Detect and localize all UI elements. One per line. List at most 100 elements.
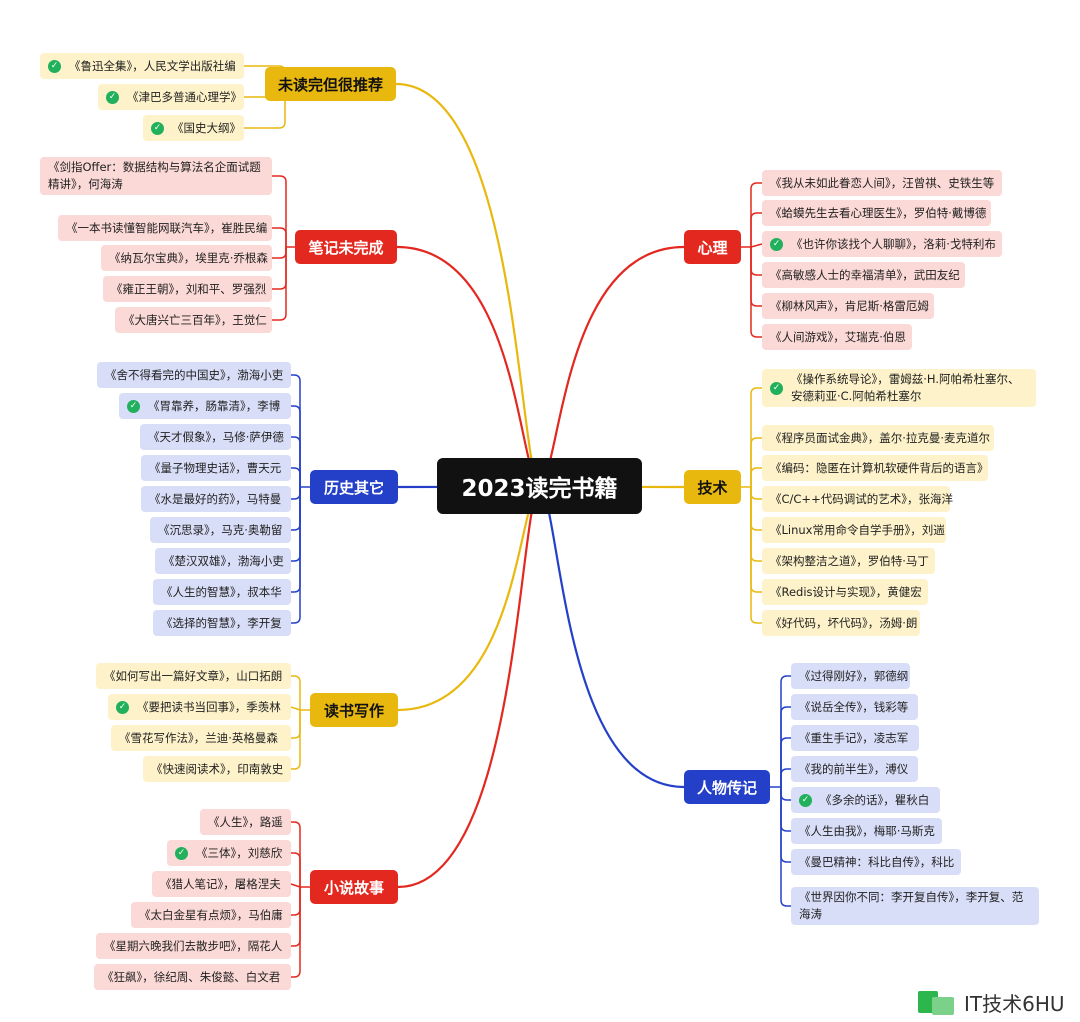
book-leaf[interactable]: ✓《鲁迅全集》，人民文学出版社编 bbox=[40, 53, 244, 79]
leaf-link bbox=[750, 247, 762, 338]
book-leaf[interactable]: 《我从未如此眷恋人间》，汪曾祺、史铁生等 bbox=[762, 170, 1002, 196]
book-title: 《胃靠养，肠靠清》，李博 bbox=[148, 398, 281, 413]
book-leaf[interactable]: 《过得刚好》，郭德纲 bbox=[791, 663, 910, 689]
leaf-link bbox=[750, 487, 762, 500]
book-title: 《我从未如此眷恋人间》，汪曾祺、史铁生等 bbox=[770, 175, 995, 190]
book-leaf[interactable]: ✓《操作系统导论》，雷姆兹·H.阿帕希杜塞尔、安德莉亚·C.阿帕希杜塞尔 bbox=[762, 369, 1036, 407]
book-title: 《天才假象》，马修·萨伊德 bbox=[148, 429, 284, 444]
leaf-link bbox=[750, 387, 762, 487]
leaf-link bbox=[291, 487, 301, 624]
leaf-link bbox=[780, 675, 791, 787]
book-title: 《津巴多普通心理学》 bbox=[127, 89, 242, 104]
book-leaf[interactable]: 《一本书读懂智能网联汽车》，崔胜民编 bbox=[58, 215, 272, 241]
book-leaf[interactable]: 《柳林风声》，肯尼斯·格雷厄姆 bbox=[762, 293, 934, 319]
book-leaf[interactable]: 《狂飙》，徐纪周、朱俊懿、白文君 bbox=[94, 964, 291, 990]
book-leaf[interactable]: 《我的前半生》，溥仪 bbox=[791, 756, 918, 782]
book-title: 《国史大纲》 bbox=[172, 120, 241, 135]
branch-node-5[interactable]: 小说故事 bbox=[310, 870, 398, 904]
book-leaf[interactable]: 《纳瓦尔宝典》，埃里克·乔根森 bbox=[101, 245, 272, 271]
leaf-link bbox=[750, 437, 762, 487]
book-leaf[interactable]: ✓《要把读书当回事》，季羡林 bbox=[108, 694, 291, 720]
leaf-link bbox=[291, 675, 301, 710]
book-title: 《楚汉双雄》，渤海小吏 bbox=[163, 553, 284, 568]
book-leaf[interactable]: ✓《津巴多普通心理学》 bbox=[98, 84, 244, 110]
book-leaf[interactable]: ✓《三体》，刘慈欣 bbox=[167, 840, 291, 866]
book-leaf[interactable]: 《沉思录》，马克·奥勒留 bbox=[150, 517, 291, 543]
book-title: 《Linux常用命令自学手册》，刘遄 bbox=[770, 522, 945, 537]
leaf-link bbox=[750, 487, 762, 593]
book-title: 《柳林风声》，肯尼斯·格雷厄姆 bbox=[770, 298, 929, 313]
leaf-link bbox=[750, 247, 762, 307]
book-title: 《三体》，刘慈欣 bbox=[196, 845, 283, 860]
book-leaf[interactable]: 《Redis设计与实现》，黄健宏 bbox=[762, 579, 928, 605]
branch-node-1[interactable]: 未读完但很推荐 bbox=[265, 67, 396, 101]
leaf-link bbox=[290, 883, 301, 888]
book-leaf[interactable]: 《人生的智慧》，叔本华 bbox=[153, 579, 291, 605]
book-leaf[interactable]: 《世界因你不同：李开复自传》，李开复、范海涛 bbox=[791, 887, 1039, 925]
book-leaf[interactable]: ✓《也许你该找个人聊聊》，洛莉·戈特利布 bbox=[762, 231, 1002, 257]
branch-node-2[interactable]: 笔记未完成 bbox=[295, 230, 397, 264]
branch-label: 人物传记 bbox=[696, 778, 757, 797]
book-title: 《舍不得看完的中国史》，渤海小吏 bbox=[105, 367, 284, 382]
leaf-link bbox=[291, 852, 301, 887]
book-title: 《人生由我》，梅耶·马斯克 bbox=[799, 823, 935, 838]
book-leaf[interactable]: 《高敏感人士的幸福清单》，武田友纪 bbox=[762, 262, 965, 288]
branch-link bbox=[397, 485, 541, 712]
leaf-link bbox=[291, 710, 301, 770]
book-leaf[interactable]: 《蛤蟆先生去看心理医生》，罗伯特·戴博德 bbox=[762, 200, 991, 226]
book-leaf[interactable]: 《编码：隐匿在计算机软硬件背后的语言》 bbox=[762, 455, 989, 481]
book-leaf[interactable]: 《猎人笔记》，屠格涅夫 bbox=[152, 871, 291, 897]
check-circle-icon: ✓ bbox=[799, 793, 812, 807]
book-leaf[interactable]: ✓《胃靠养，肠靠清》，李博 bbox=[119, 393, 291, 419]
book-leaf[interactable]: 《好代码，坏代码》，汤姆·朗 bbox=[762, 610, 920, 636]
book-leaf[interactable]: 《重生手记》，凌志军 bbox=[791, 725, 919, 751]
branch-label: 读书写作 bbox=[323, 701, 384, 720]
book-title: 《量子物理史话》，曹天元 bbox=[149, 460, 282, 475]
leaf-link bbox=[272, 247, 287, 321]
book-leaf[interactable]: ✓《国史大纲》 bbox=[143, 115, 244, 141]
leaf-link bbox=[291, 487, 301, 531]
book-leaf[interactable]: 《剑指Offer：数据结构与算法名企面试题精讲》，何海涛 bbox=[40, 157, 272, 195]
branch-node-3[interactable]: 历史其它 bbox=[310, 470, 398, 504]
book-leaf[interactable]: 《雍正王朝》，刘和平、罗强烈 bbox=[103, 276, 272, 302]
branch-link bbox=[538, 245, 685, 487]
book-title: 《蛤蟆先生去看心理医生》，罗伯特·戴博德 bbox=[770, 205, 987, 220]
book-leaf[interactable]: 《天才假象》，马修·萨伊德 bbox=[140, 424, 291, 450]
root-node[interactable]: 2023读完书籍 bbox=[437, 458, 642, 514]
book-leaf[interactable]: 《水是最好的药》，马特曼 bbox=[141, 486, 291, 512]
branch-label: 未读完但很推荐 bbox=[277, 75, 383, 94]
book-leaf[interactable]: 《人生由我》，梅耶·马斯克 bbox=[791, 818, 942, 844]
book-leaf[interactable]: 《选择的智慧》，李开复 bbox=[153, 610, 291, 636]
book-leaf[interactable]: 《太白金星有点烦》，马伯庸 bbox=[131, 902, 291, 928]
book-leaf[interactable]: 《Linux常用命令自学手册》，刘遄 bbox=[762, 517, 946, 543]
book-leaf[interactable]: 《曼巴精神：科比自传》，科比 bbox=[791, 849, 961, 875]
book-leaf[interactable]: 《量子物理史话》，曹天元 bbox=[141, 455, 291, 481]
book-leaf[interactable]: 《楚汉双雄》，渤海小吏 bbox=[155, 548, 291, 574]
book-title: 《架构整洁之道》，罗伯特·马丁 bbox=[770, 553, 929, 568]
book-leaf[interactable]: 《大唐兴亡三百年》，王觉仁 bbox=[115, 307, 272, 333]
branch-node-6[interactable]: 心理 bbox=[684, 230, 741, 264]
book-title: 《一本书读懂智能网联汽车》，崔胜民编 bbox=[66, 220, 268, 235]
book-leaf[interactable]: 《说岳全传》，钱彩等 bbox=[791, 694, 918, 720]
book-leaf[interactable]: 《星期六晚我们去散步吧》，隔花人 bbox=[96, 933, 291, 959]
book-leaf[interactable]: 《快速阅读术》，印南敦史 bbox=[143, 756, 291, 782]
book-leaf[interactable]: 《人间游戏》，艾瑞克·伯恩 bbox=[762, 324, 912, 350]
book-leaf[interactable]: 《程序员面试金典》，盖尔·拉克曼·麦克道尔 bbox=[762, 425, 994, 451]
check-circle-icon: ✓ bbox=[770, 237, 783, 251]
check-circle-icon: ✓ bbox=[116, 700, 129, 714]
branch-node-7[interactable]: 技术 bbox=[684, 470, 741, 504]
branch-node-4[interactable]: 读书写作 bbox=[310, 693, 398, 727]
branch-node-8[interactable]: 人物传记 bbox=[684, 770, 770, 804]
book-leaf[interactable]: ✓《多余的话》，瞿秋白 bbox=[791, 787, 940, 813]
book-leaf[interactable]: 《C/C++代码调试的艺术》，张海洋 bbox=[762, 486, 953, 512]
book-title: 《沉思录》，马克·奥勒留 bbox=[158, 522, 283, 537]
book-title: 《大唐兴亡三百年》，王觉仁 bbox=[123, 312, 267, 327]
branch-label: 心理 bbox=[697, 238, 728, 257]
leaf-link bbox=[291, 821, 301, 887]
book-leaf[interactable]: 《如何写出一篇好文章》，山口拓朗 bbox=[96, 663, 291, 689]
book-leaf[interactable]: 《人生》，路遥 bbox=[200, 809, 291, 835]
book-leaf[interactable]: 《雪花写作法》，兰迪·英格曼森 bbox=[111, 725, 291, 751]
book-leaf[interactable]: 《舍不得看完的中国史》，渤海小吏 bbox=[97, 362, 291, 388]
book-leaf[interactable]: 《架构整洁之道》，罗伯特·马丁 bbox=[762, 548, 935, 574]
book-title: 《人生》，路遥 bbox=[208, 814, 283, 829]
